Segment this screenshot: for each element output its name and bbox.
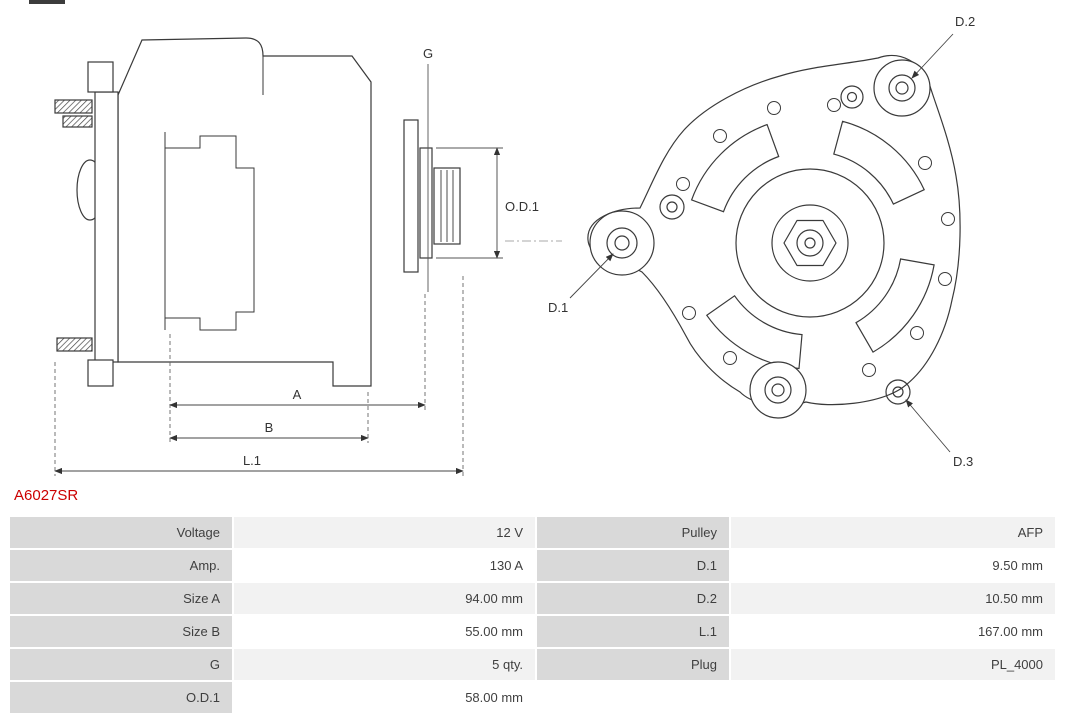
front-view-labels: D.2 D.1 D.3 xyxy=(548,14,975,469)
spec-label-cell: Size A xyxy=(10,583,232,614)
front-view-drawing xyxy=(587,54,961,419)
front-view-callouts xyxy=(569,33,954,453)
dim-label-a: A xyxy=(293,387,302,402)
dim-label-l1: L.1 xyxy=(243,453,261,468)
dim-label-g: G xyxy=(423,46,433,61)
vent-holes xyxy=(676,98,955,377)
spec-value-cell: 12 V xyxy=(234,517,535,548)
spec-label-cell: D.1 xyxy=(537,550,729,581)
spec-value-cell: 10.50 mm xyxy=(731,583,1055,614)
callout-label-d3: D.3 xyxy=(953,454,973,469)
spec-label-cell: Plug xyxy=(537,649,729,680)
side-view-drawing xyxy=(54,37,562,387)
dimension-labels: G O.D.1 A B L.1 xyxy=(243,46,539,468)
mounting-ear-bottom xyxy=(749,361,807,419)
top-left-artifact xyxy=(29,0,65,4)
mounting-ear-top-right xyxy=(873,59,931,117)
spec-label-cell: Pulley xyxy=(537,517,729,548)
spec-label-cell: O.D.1 xyxy=(10,682,232,713)
dimension-lines xyxy=(54,64,503,476)
spec-label-cell: L.1 xyxy=(537,616,729,647)
spec-value-cell: 130 A xyxy=(234,550,535,581)
spec-value-cell: 55.00 mm xyxy=(234,616,535,647)
stud-hatch-top2 xyxy=(62,115,93,128)
part-number: A6027SR xyxy=(14,487,79,504)
spec-value-cell: 58.00 mm xyxy=(234,682,535,713)
spec-value-cell: AFP xyxy=(731,517,1055,548)
spec-empty-cell xyxy=(537,682,729,713)
callout-label-d1: D.1 xyxy=(548,300,568,315)
spec-value-cell: 94.00 mm xyxy=(234,583,535,614)
spec-label-cell: Size B xyxy=(10,616,232,647)
spec-value-cell: 5 qty. xyxy=(234,649,535,680)
spec-label-cell: Amp. xyxy=(10,550,232,581)
dim-label-b: B xyxy=(265,420,274,435)
spec-label-cell: Voltage xyxy=(10,517,232,548)
stud-hatch-top xyxy=(54,99,93,114)
bolt-boss-small xyxy=(659,85,911,405)
spec-label-cell: D.2 xyxy=(537,583,729,614)
spec-value-cell: 167.00 mm xyxy=(731,616,1055,647)
stud-hatch-bottom xyxy=(56,337,93,352)
pulley-hub xyxy=(735,168,885,318)
spec-label-cell: G xyxy=(10,649,232,680)
dim-label-od1: O.D.1 xyxy=(505,199,539,214)
spec-value-cell: 9.50 mm xyxy=(731,550,1055,581)
spec-empty-cell xyxy=(731,682,1055,713)
callout-label-d2: D.2 xyxy=(955,14,975,29)
mounting-ear-left xyxy=(589,210,655,276)
technical-drawing: G O.D.1 A B L.1 xyxy=(54,14,975,476)
spec-value-cell: PL_4000 xyxy=(731,649,1055,680)
